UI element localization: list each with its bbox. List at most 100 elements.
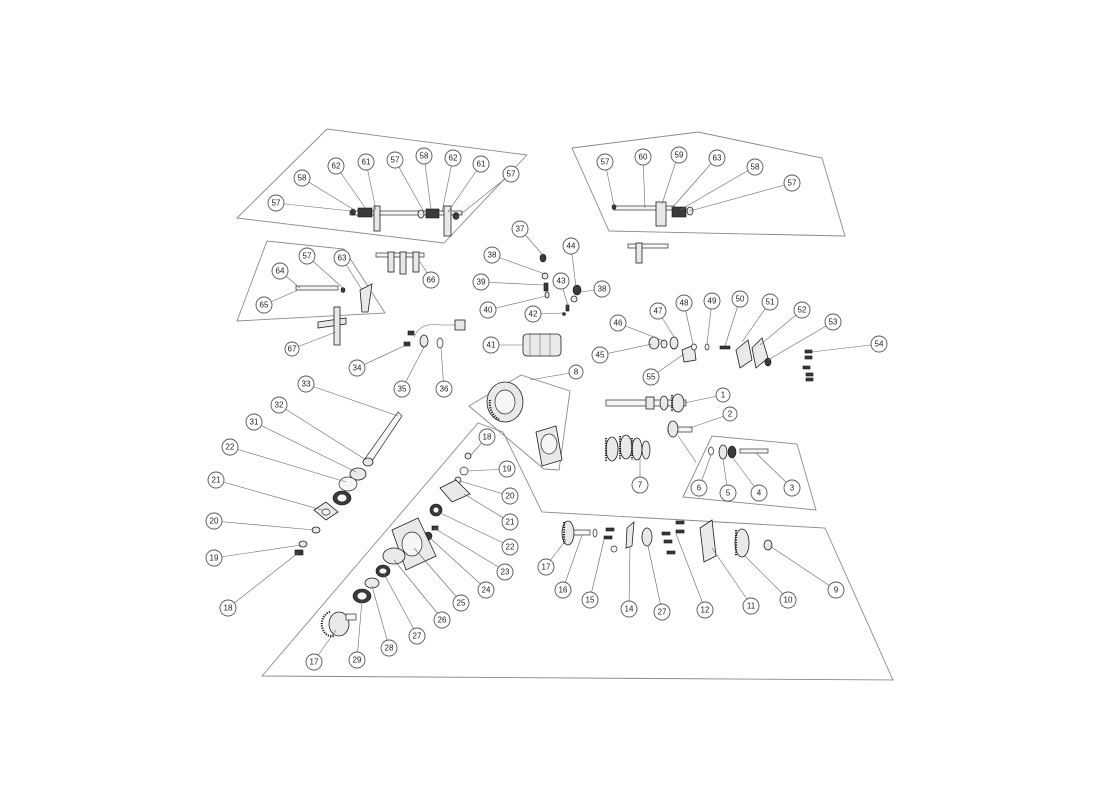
callout-label: 57 [391, 156, 400, 165]
callout-label: 67 [288, 345, 297, 354]
callout-2: 2 [722, 406, 738, 422]
callout-21: 21 [501, 513, 519, 531]
bolts-54 [802, 349, 814, 382]
callout-label: 62 [449, 154, 458, 163]
callout-label: 18 [483, 433, 492, 442]
callout-15: 15 [581, 591, 599, 609]
callout-34: 34 [348, 359, 366, 377]
callout-57: 57 [502, 165, 520, 183]
callout-label: 63 [713, 154, 722, 163]
callout-label: 60 [639, 153, 648, 162]
callout-57: 57 [386, 151, 404, 169]
callout-5: 5 [719, 484, 737, 502]
callout-label: 28 [385, 644, 394, 653]
callout-label: 39 [477, 278, 486, 287]
callout-7: 7 [631, 476, 649, 494]
callout-32: 32 [270, 396, 288, 414]
callout-label: 45 [596, 351, 605, 360]
callout-label: 17 [310, 658, 319, 667]
leader-lines [213, 154, 880, 662]
callout-label: 19 [210, 554, 219, 563]
panel-countershaft [682, 435, 817, 511]
callout-22: 22 [501, 538, 519, 556]
callout-1: 1 [715, 387, 731, 403]
callout-label: 58 [751, 163, 760, 172]
callout-label: 61 [362, 158, 371, 167]
callout-50: 50 [731, 290, 749, 308]
callout-label: 32 [275, 401, 284, 410]
callout-53: 53 [824, 313, 842, 331]
sensor-cable [403, 319, 466, 349]
callout-label: 57 [303, 252, 312, 261]
callout-label: 5 [726, 489, 731, 498]
callout-label: 43 [557, 277, 566, 286]
callout-label: 46 [614, 319, 623, 328]
callout-4: 4 [750, 484, 768, 502]
callout-label: 51 [766, 298, 775, 307]
callout-11: 11 [742, 597, 760, 615]
panel-shift-shaft-left [236, 128, 528, 244]
callout-38: 38 [593, 280, 611, 298]
panel-bottom-assembly [261, 422, 894, 681]
callout-label: 65 [260, 301, 269, 310]
callout-20: 20 [501, 487, 519, 505]
callout-label: 57 [601, 158, 610, 167]
callout-27: 27 [408, 627, 426, 645]
callout-label: 40 [484, 306, 493, 315]
callout-60: 60 [634, 148, 652, 166]
callout-64: 64 [271, 262, 289, 280]
callout-label: 26 [438, 616, 447, 625]
callout-label: 35 [398, 385, 407, 394]
callout-label: 47 [654, 307, 663, 316]
callout-3: 3 [783, 479, 801, 497]
callout-label: 62 [332, 162, 341, 171]
shift-forks-66 [375, 251, 425, 275]
callout-49: 49 [703, 292, 721, 310]
callout-27: 27 [653, 603, 671, 621]
callout-label: 23 [501, 568, 510, 577]
callout-label: 57 [507, 170, 516, 179]
callout-label: 58 [298, 174, 307, 183]
callout-label: 21 [506, 518, 515, 527]
selector-parts [648, 336, 814, 382]
callout-label: 4 [757, 489, 762, 498]
callout-label: 52 [798, 306, 807, 315]
callout-19: 19 [498, 460, 516, 478]
callout-66: 66 [422, 271, 440, 289]
callout-67: 67 [284, 341, 300, 357]
callout-label: 27 [658, 608, 667, 617]
callout-48: 48 [675, 294, 693, 312]
callout-label: 11 [747, 602, 756, 611]
callout-33: 33 [297, 375, 315, 393]
callout-25: 25 [452, 594, 470, 612]
callout-label: 59 [675, 151, 684, 160]
callout-20: 20 [205, 512, 223, 530]
callout-label: 66 [427, 276, 436, 285]
callout-label: 15 [586, 596, 595, 605]
callout-17: 17 [305, 653, 323, 671]
callout-label: 48 [680, 299, 689, 308]
callout-label: 53 [829, 318, 838, 327]
panel-outlines [236, 128, 894, 681]
callout-54: 54 [870, 335, 888, 353]
callout-label: 36 [440, 385, 449, 394]
callout-63: 63 [708, 149, 726, 167]
shift-shaft-right [611, 201, 694, 264]
gear-cluster-7 [604, 434, 651, 462]
callout-label: 12 [701, 606, 710, 615]
callout-35: 35 [393, 380, 411, 398]
callout-label: 42 [529, 310, 538, 319]
callout-43: 43 [552, 272, 570, 290]
callout-58: 58 [293, 169, 311, 187]
callout-label: 20 [210, 517, 219, 526]
callout-label: 61 [477, 160, 486, 169]
callout-label: 22 [226, 443, 235, 452]
callout-19: 19 [205, 549, 223, 567]
callout-8: 8 [568, 364, 584, 380]
callout-label: 16 [559, 586, 568, 595]
housing-8 [486, 381, 563, 467]
callout-label: 57 [272, 199, 281, 208]
callout-36: 36 [435, 380, 453, 398]
callout-label: 50 [736, 295, 745, 304]
